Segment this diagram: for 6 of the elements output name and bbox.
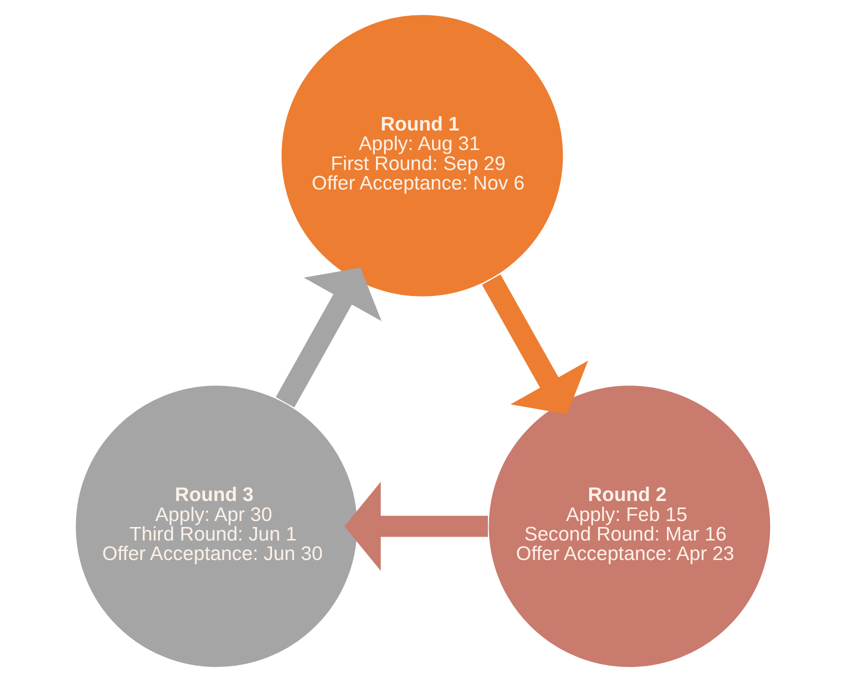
- arrow: [344, 482, 488, 571]
- node-circle: Round 1 Apply: Aug 31 First Round: Sep 29 Offer Acceptance: Nov 6: [280, 13, 564, 298]
- arrow: [275, 268, 382, 408]
- arrow: [482, 274, 588, 414]
- node-circle: Round 2 Apply: Feb 15 Second Round: Mar 16 Offer Acceptance: Apr 23: [486, 384, 772, 669]
- node-circle: Round 3 Apply: Apr 30 Third Round: Jun 1 Offer Acceptance: Jun 30: [74, 384, 358, 669]
